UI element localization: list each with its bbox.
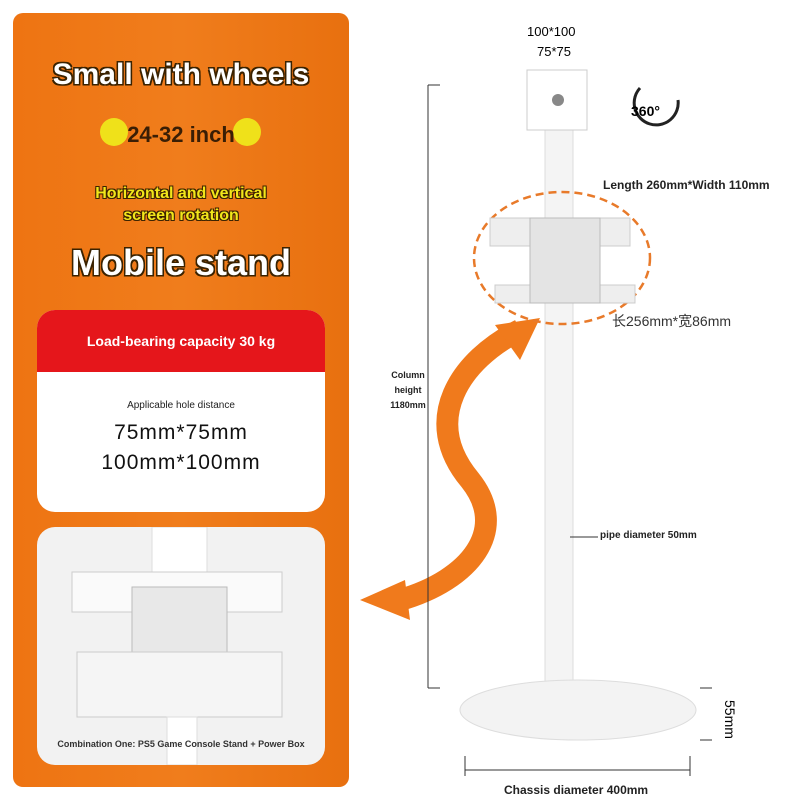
spec-card: Load-bearing capacity 30 kg Applicable h… (37, 310, 325, 512)
product-name: Mobile stand (70, 242, 291, 283)
tray-top-dimensions: Length 260mm*Width 110mm (603, 178, 770, 192)
rotation-icon (632, 86, 680, 127)
orange-arrow (360, 318, 540, 620)
rotation-label: 360° (631, 103, 660, 119)
vesa-inner-label: 75*75 (537, 44, 571, 59)
vesa-outer-label: 100*100 (527, 24, 576, 39)
pipe-diameter-label: pipe diameter 50mm (600, 530, 697, 541)
yellow-dot-left (100, 118, 128, 146)
base-height-label: 55mm (722, 700, 738, 739)
chassis-diameter-label: Chassis diameter 400mm (504, 783, 649, 797)
tray-highlight (472, 190, 652, 326)
hole-size-1: 75mm*75mm (114, 421, 248, 444)
column-pipe (544, 119, 574, 691)
round-base (459, 679, 697, 741)
column-height-line-3: 1180mm (390, 400, 426, 410)
load-capacity: Load-bearing capacity 30 kg (37, 310, 325, 372)
tray-bottom-dimensions: 长256mm*宽86mm (612, 313, 732, 329)
yellow-dot-right (233, 118, 261, 146)
column-height-line-1: Column (391, 370, 425, 380)
console-stand-illustration (71, 527, 283, 765)
column-height-label: Column height 1180mm (388, 368, 428, 413)
headline: Small with wheels (52, 58, 310, 91)
column-height-line-2: height (394, 385, 422, 395)
size-range: 24-32 inch (127, 122, 235, 147)
rotation-note: Horizontal and vertical screen rotation (95, 185, 267, 224)
hole-distance-label: Applicable hole distance (127, 400, 235, 411)
hole-size-2: 100mm*100mm (101, 451, 261, 474)
photo-caption: Combination One: PS5 Game Console Stand … (57, 739, 305, 749)
accessory-photo: Combination One: PS5 Game Console Stand … (37, 527, 325, 765)
